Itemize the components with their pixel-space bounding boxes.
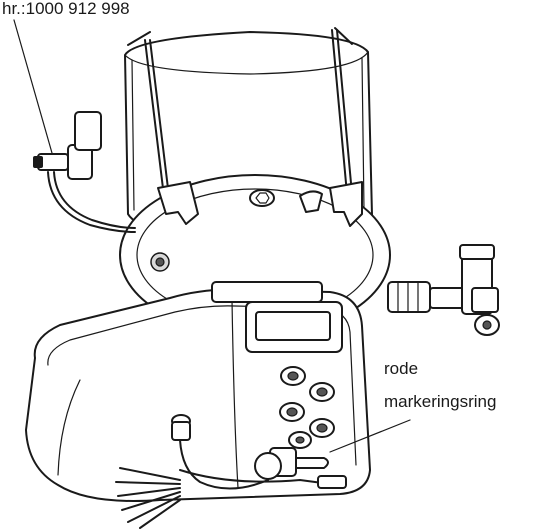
mount-brackets (157, 181, 363, 227)
leader-line-part-number (13, 19, 55, 161)
gland-1 (280, 366, 306, 386)
gland-5 (288, 431, 312, 449)
gland-3 (279, 402, 305, 422)
part-number-label: hr.:1000 912 998 (2, 0, 130, 18)
pipe-fitting (387, 244, 500, 336)
gland-2 (309, 382, 335, 402)
wire-bundle (115, 467, 181, 529)
side-valve (33, 111, 136, 233)
cable-connector (171, 414, 347, 490)
tension-rods (127, 27, 354, 206)
cable-glands (279, 366, 335, 449)
gland-4 (309, 418, 335, 438)
callout-label-rode: rode (384, 359, 419, 378)
callout-label-markeringsring: markeringsring (384, 392, 497, 411)
leader-line-marker-ring (329, 419, 411, 453)
